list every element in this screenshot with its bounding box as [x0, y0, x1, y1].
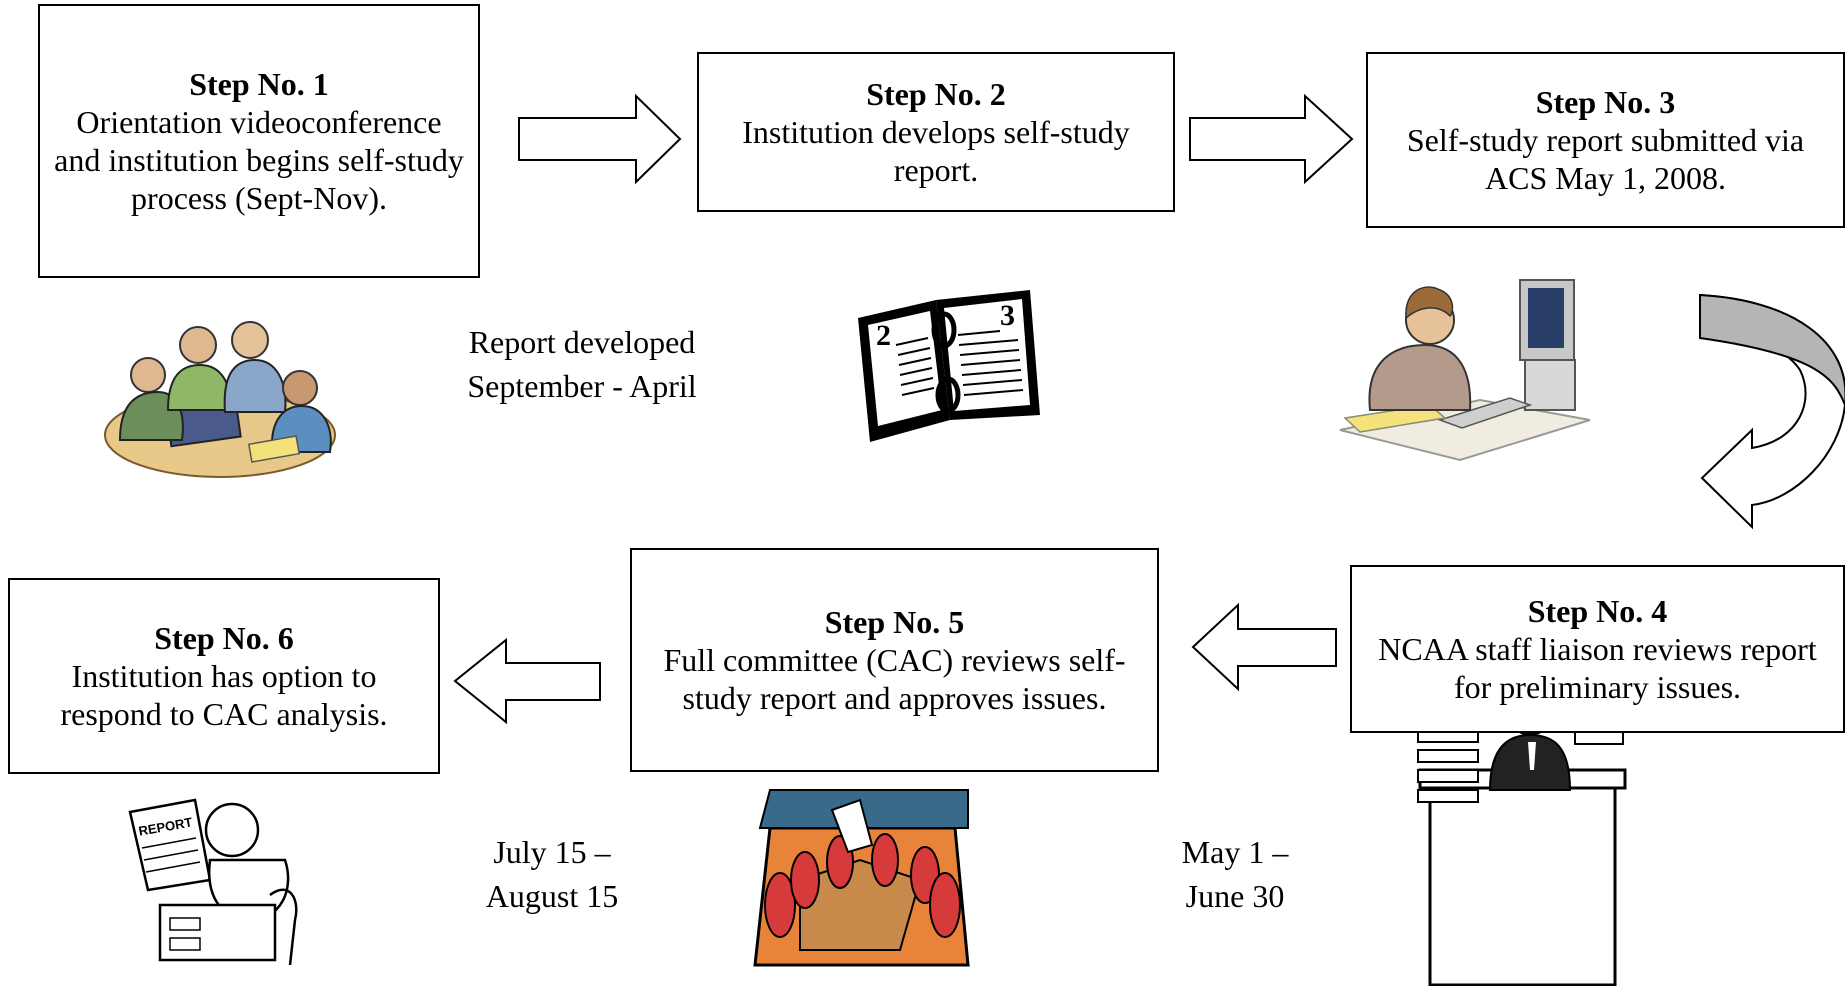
step-1-box: Step No. 1 Orientation videoconference a…: [38, 4, 480, 278]
step-4-text: NCAA staff liaison reviews report for pr…: [1378, 631, 1817, 705]
report-developed-line2: September - April: [467, 368, 697, 404]
arrow-step2-to-step3: [1189, 93, 1354, 185]
step-3-box: Step No. 3 Self-study report submitted v…: [1366, 52, 1845, 228]
step-6-text: Institution has option to respond to CAC…: [60, 658, 388, 732]
calendar-page-left: 2: [876, 319, 891, 352]
step-1-text: Orientation videoconference and institut…: [54, 104, 464, 216]
boardroom-illustration: [753, 789, 970, 967]
cac-period-note: July 15 – August 15: [452, 830, 652, 918]
step-2-text: Institution develops self-study report.: [742, 114, 1130, 188]
step-2-title: Step No. 2: [866, 76, 1006, 112]
step-3-text: Self-study report submitted via ACS May …: [1406, 122, 1805, 196]
step-5-title: Step No. 5: [824, 604, 965, 640]
liaison-period-line1: May 1 –: [1181, 834, 1289, 870]
report-reader-illustration: REPORT: [128, 798, 298, 966]
report-developed-line1: Report developed: [468, 324, 696, 360]
liaison-period-note: May 1 – June 30: [1135, 830, 1335, 918]
step-1-title: Step No. 1: [189, 66, 329, 102]
report-developed-note: Report developed September - April: [432, 320, 732, 408]
cac-period-line2: August 15: [485, 878, 619, 914]
arrow-step5-to-step6: [453, 637, 601, 725]
woman-at-computer-illustration: [1339, 279, 1591, 462]
step-4-box: Step No. 4 NCAA staff liaison reviews re…: [1350, 565, 1845, 733]
liaison-period-line2: June 30: [1185, 878, 1285, 914]
step-6-box: Step No. 6 Institution has option to res…: [8, 578, 440, 774]
cac-period-line1: July 15 –: [493, 834, 611, 870]
calendar-illustration: 2 3: [858, 290, 1040, 442]
arrow-step1-to-step2: [518, 93, 682, 185]
step-3-title: Step No. 3: [1535, 84, 1676, 120]
step-6-title: Step No. 6: [154, 620, 294, 656]
arrow-step4-to-step5: [1191, 602, 1337, 692]
team-meeting-illustration: [104, 321, 336, 478]
step-2-box: Step No. 2 Institution develops self-stu…: [697, 52, 1175, 212]
step-5-box: Step No. 5 Full committee (CAC) reviews …: [630, 548, 1159, 772]
calendar-page-right: 3: [1000, 299, 1015, 332]
step-5-text: Full committee (CAC) reviews self-study …: [663, 642, 1126, 716]
step-4-title: Step No. 4: [1527, 593, 1668, 629]
